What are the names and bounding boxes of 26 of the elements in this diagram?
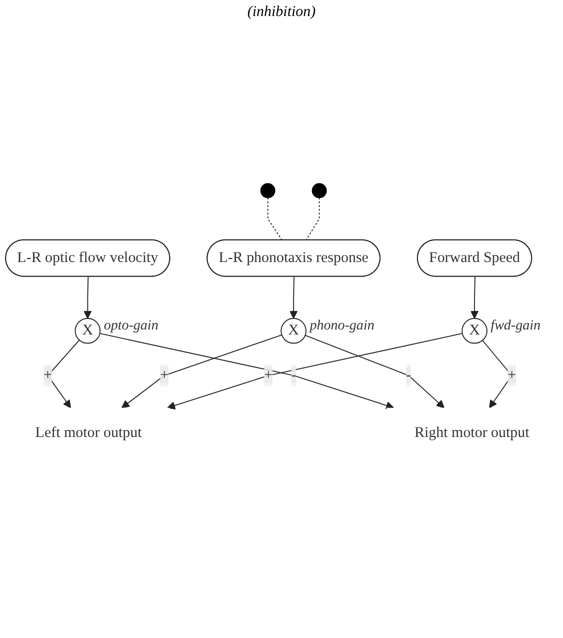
edge-label: + [160, 367, 169, 384]
node-text: Right motor output [414, 424, 530, 441]
node-text: Left motor output [35, 424, 142, 441]
node-circle [260, 183, 276, 198]
connector [267, 197, 283, 241]
gain-label: opto-gain [104, 318, 158, 334]
gain-label: phono-gain [310, 318, 374, 334]
node-circle: X [74, 318, 101, 344]
edge-label: + [264, 367, 273, 384]
arrow [470, 276, 479, 319]
arrow [304, 334, 444, 408]
edge-label: - [406, 367, 412, 384]
arrow [289, 276, 298, 319]
node-circle: X [462, 318, 488, 344]
arrow [121, 334, 282, 408]
edge-label: + [508, 367, 516, 384]
gain-label: fwd-gain [490, 318, 541, 334]
edge-label: - [291, 367, 296, 384]
arrow [84, 276, 92, 319]
edge-label: + [44, 367, 52, 384]
note-text: (inhibition) [247, 4, 316, 20]
connector [306, 197, 320, 241]
arrow [99, 333, 394, 410]
arrow [167, 333, 463, 410]
node-circle [312, 183, 327, 198]
node-circle: X [280, 318, 306, 344]
